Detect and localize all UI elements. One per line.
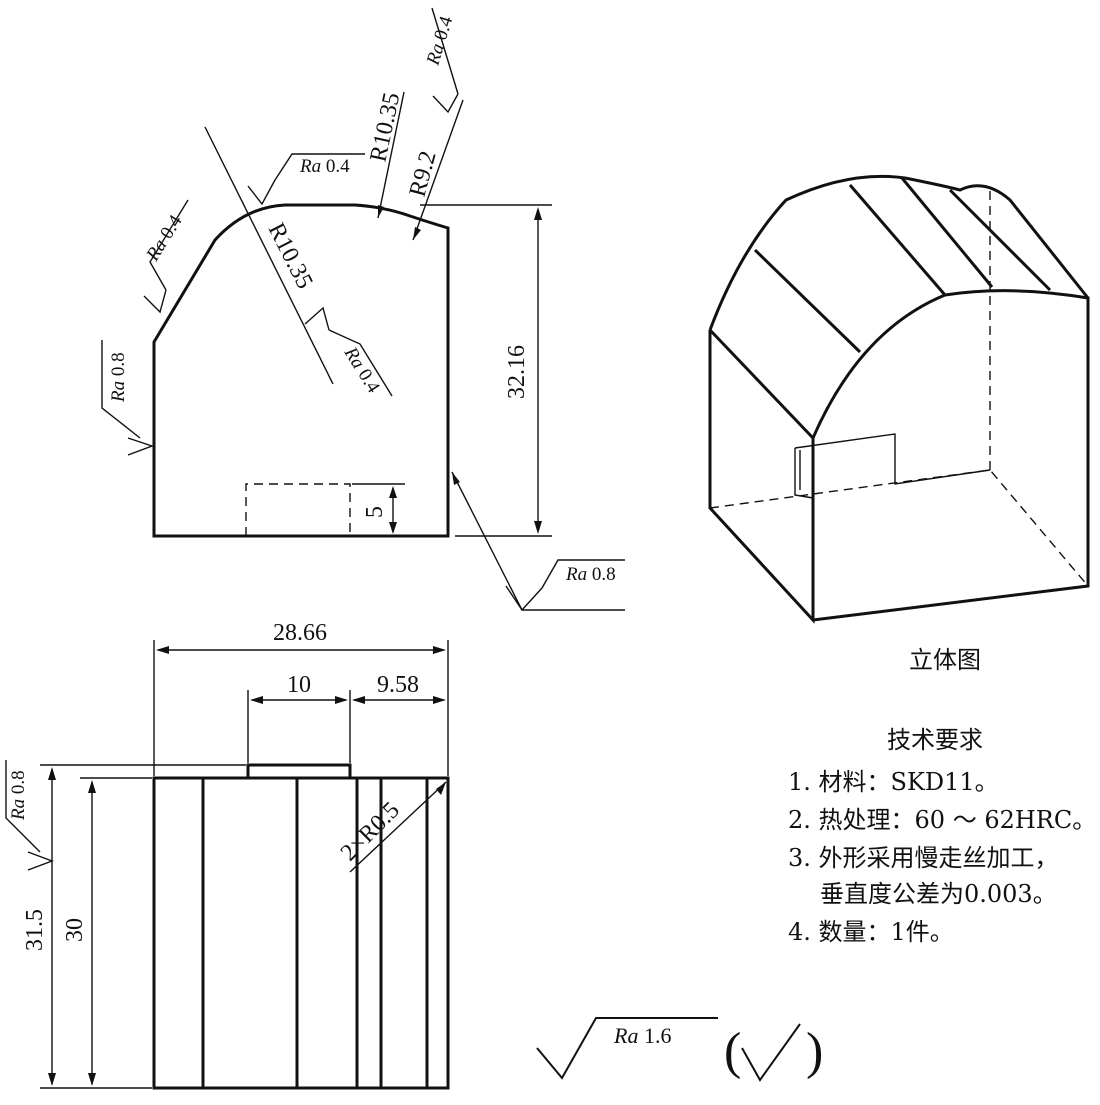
- iso-edge: [708, 328, 815, 440]
- iso-outline-front: [708, 289, 1090, 624]
- dim-arrow: [378, 205, 384, 218]
- svg-text:Ra 1.6: Ra 1.6: [613, 1023, 671, 1048]
- dim-height-total: 32.16: [504, 345, 530, 399]
- general-roughness-mark: Ra 1.6 ( ): [536, 1017, 823, 1082]
- svg-text:Ra 0.4: Ra 0.4: [299, 156, 350, 177]
- radius-leader-top: [377, 91, 405, 219]
- dim-arrows: [389, 486, 397, 534]
- tech-req-title: 技术要求: [887, 726, 983, 754]
- dim-radius-small: R9.2: [405, 148, 442, 199]
- dim-slot-width: 10: [287, 672, 311, 698]
- tech-req-line-5: 4. 数量：1件。: [788, 918, 954, 946]
- svg-text:Ra 0.4: Ra 0.4: [142, 211, 187, 265]
- roughness-symbol-top-view: Ra 0.8: [5, 760, 54, 871]
- svg-text:Ra 0.4: Ra 0.4: [339, 343, 384, 397]
- radius-leader-large: [204, 126, 334, 385]
- roughness-symbol-top-arc: Ra 0.4: [247, 153, 365, 206]
- iso-band-line: [948, 188, 1052, 292]
- svg-text:Ra 0.8: Ra 0.8: [8, 770, 29, 821]
- fillet-leader: [349, 781, 447, 873]
- front-view: 5 32.16 R10.35 R10.35 R9.2 Ra 0.4 Ra 0.4: [101, 7, 625, 612]
- tech-req-line-1: 1. 材料：SKD11。: [788, 768, 999, 796]
- dim-arrows: [250, 696, 446, 704]
- roughness-symbol-right-side: Ra 0.8: [451, 471, 625, 612]
- roughness-symbol-left: Ra 0.8: [101, 340, 155, 456]
- tech-req-line-2: 2. 热处理：60 ～ 62HRC。: [788, 806, 1096, 834]
- tech-req-line-4: 垂直度公差为0.003。: [820, 880, 1057, 908]
- dim-width-total: 28.66: [273, 620, 327, 646]
- svg-text:Ra 0.8: Ra 0.8: [565, 564, 616, 585]
- isometric-view: [708, 174, 1090, 624]
- dim-arrow: [413, 227, 421, 240]
- general-paren-close: ): [806, 1023, 823, 1080]
- top-outline: [152, 776, 450, 1090]
- iso-band-line: [753, 248, 862, 354]
- dim-height-inner: 30: [62, 918, 88, 942]
- radius-leader-small: [412, 99, 464, 241]
- dim-right-width: 9.58: [377, 672, 419, 698]
- dim-slot-depth: 5: [362, 506, 388, 518]
- svg-text:Ra 0.4: Ra 0.4: [422, 13, 457, 68]
- svg-text:Ra 0.8: Ra 0.8: [108, 352, 129, 403]
- iso-band-line: [900, 177, 994, 288]
- iso-caption: 立体图: [909, 646, 981, 674]
- dim-radius-large-b: R10.35: [263, 219, 318, 293]
- iso-band-line: [848, 184, 947, 296]
- technical-requirements: 技术要求 1. 材料：SKD11。 2. 热处理：60 ～ 62HRC。 3. …: [788, 726, 1096, 946]
- check-symbol: [741, 1023, 801, 1082]
- front-hidden-slot: [245, 483, 351, 536]
- roughness-symbol-right-top: Ra 0.4: [422, 7, 459, 114]
- iso-slot: [794, 433, 991, 499]
- top-view: 28.66 10 9.58 2×R0.5 31.5 30 Ra 0.8: [5, 620, 450, 1090]
- tech-req-line-3: 3. 外形采用慢走丝加工，: [788, 844, 1059, 872]
- front-outline: [152, 203, 450, 538]
- top-boss: [246, 763, 352, 778]
- dim-arrow: [436, 782, 446, 795]
- iso-outline-top: [708, 174, 1090, 331]
- general-roughness-symbol: [536, 1017, 718, 1080]
- dim-fillet: 2×R0.5: [336, 797, 405, 866]
- general-paren-open: (: [724, 1023, 741, 1080]
- dim-radius-large-a: R10.35: [365, 90, 405, 164]
- dim-height-outer: 31.5: [22, 909, 48, 951]
